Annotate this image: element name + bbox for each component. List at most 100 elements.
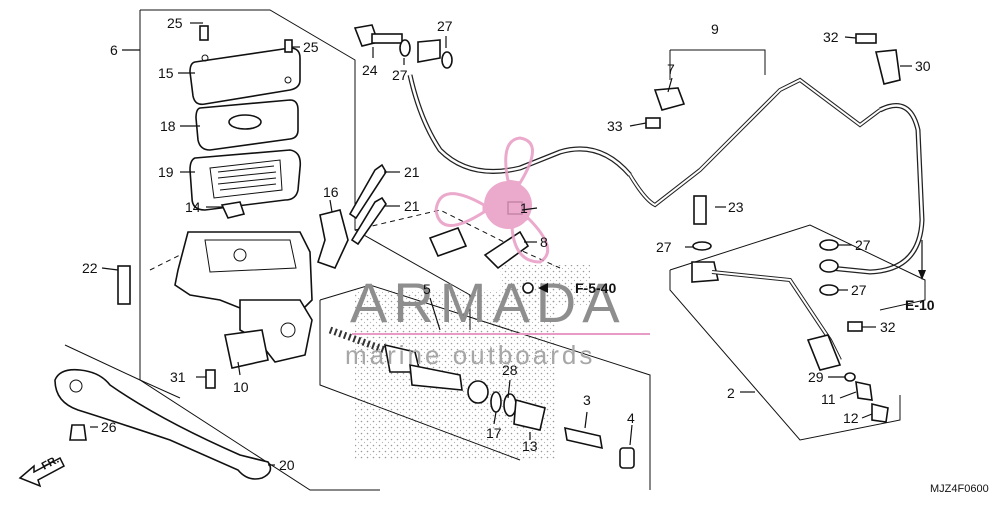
bolt-21 bbox=[350, 196, 387, 246]
logo-center-blob bbox=[484, 181, 532, 229]
diagram-code: MJZ4F0600 bbox=[930, 483, 989, 495]
part-label-25: 25 bbox=[303, 39, 319, 55]
seal bbox=[467, 380, 489, 404]
part-label-14: 14 bbox=[185, 199, 201, 215]
clamp-30 bbox=[874, 49, 901, 85]
washer-27 bbox=[399, 39, 411, 57]
group-outline-2-top bbox=[669, 224, 926, 311]
logo-petal-bottom bbox=[510, 216, 550, 264]
diaphragm-ribs bbox=[217, 165, 277, 191]
part-label-17: 17 bbox=[486, 425, 502, 441]
part-label-13: 13 bbox=[522, 438, 538, 454]
dashed-guide-2 bbox=[149, 254, 300, 271]
dashed-guide-1 bbox=[354, 209, 561, 269]
part-label-3: 3 bbox=[583, 392, 591, 408]
part-label-2: 2 bbox=[727, 385, 735, 401]
part-label-27: 27 bbox=[437, 18, 453, 34]
clutch-switch bbox=[224, 329, 269, 369]
part-label-15: 15 bbox=[158, 65, 174, 81]
bolt-32 bbox=[855, 33, 877, 44]
assembly-outline-6-left bbox=[139, 10, 380, 491]
banjo-fitting bbox=[417, 39, 441, 63]
banjo-fitting-hose bbox=[819, 259, 839, 273]
part-label-9: 9 bbox=[711, 21, 719, 37]
part-label-27: 27 bbox=[656, 239, 672, 255]
part-label-30: 30 bbox=[915, 58, 931, 74]
diaphragm-clip bbox=[220, 201, 246, 219]
logo-petal-top bbox=[504, 136, 534, 185]
part-label-18: 18 bbox=[160, 118, 176, 134]
part-label-4: 4 bbox=[627, 410, 635, 426]
screw-25 bbox=[284, 39, 293, 53]
nut-26 bbox=[69, 424, 87, 441]
bolt-33 bbox=[645, 117, 661, 129]
part-label-5: 5 bbox=[423, 281, 431, 297]
reservoir-port bbox=[233, 248, 247, 262]
washer-27 bbox=[441, 51, 453, 69]
screw-31 bbox=[205, 369, 216, 389]
part-label-29: 29 bbox=[808, 369, 824, 385]
banjo-bolt-24-shaft bbox=[371, 33, 403, 44]
part-label-32: 32 bbox=[823, 29, 839, 45]
part-label-26: 26 bbox=[101, 419, 117, 435]
plate-float bbox=[228, 114, 262, 130]
front-arrow-icon bbox=[18, 456, 65, 488]
reference-nut bbox=[522, 282, 534, 294]
part-label-24: 24 bbox=[362, 62, 378, 78]
part-label-19: 19 bbox=[158, 164, 174, 180]
diaphragm-inner bbox=[209, 159, 283, 199]
bolt-32 bbox=[847, 321, 863, 332]
fitting-11 bbox=[855, 380, 873, 401]
part-label-23: 23 bbox=[728, 199, 744, 215]
clutch-pipe-core bbox=[629, 78, 881, 207]
bleeder-12 bbox=[871, 402, 889, 423]
leader-9 bbox=[670, 49, 766, 75]
banjo-bolt-23 bbox=[693, 195, 707, 225]
washer-29 bbox=[844, 372, 856, 382]
washer-27 bbox=[819, 239, 839, 251]
part-label-16: 16 bbox=[323, 184, 339, 200]
banjo-fitting-lower bbox=[691, 261, 719, 283]
watermark-brand: ARMADA bbox=[350, 271, 626, 334]
leader-lever-group bbox=[64, 344, 181, 399]
arrow-f540 bbox=[538, 283, 548, 293]
clutch-hose-upper-core bbox=[408, 74, 631, 176]
part-label-12: 12 bbox=[843, 410, 859, 426]
cap-screw-hole bbox=[201, 54, 209, 62]
part-label-1: 1 bbox=[520, 200, 528, 216]
clutch-hose-upper bbox=[407, 74, 632, 177]
part-label-28: 28 bbox=[502, 362, 518, 378]
pipe-holder bbox=[806, 334, 842, 371]
watermark-logo bbox=[434, 136, 550, 264]
ref-label-e10: E-10 bbox=[905, 297, 935, 313]
front-direction-marker: FR. bbox=[18, 454, 65, 488]
part-label-22: 22 bbox=[82, 260, 98, 276]
part-label-10: 10 bbox=[233, 379, 249, 395]
reservoir-diaphragm bbox=[189, 149, 302, 211]
bracket-8 bbox=[483, 230, 530, 270]
arrow-e10 bbox=[918, 270, 926, 280]
part-label-6: 6 bbox=[110, 42, 118, 58]
pivot-hole bbox=[280, 322, 296, 338]
logo-petal-left bbox=[434, 192, 486, 227]
bolt-21 bbox=[348, 163, 387, 220]
holder-bracket bbox=[317, 209, 349, 269]
washer-27 bbox=[819, 284, 839, 296]
part-label-27: 27 bbox=[392, 67, 408, 83]
part-label-33: 33 bbox=[607, 118, 623, 134]
screw-25 bbox=[199, 25, 209, 41]
assembly-outline-6 bbox=[140, 9, 471, 330]
clutch-hose-lower bbox=[829, 103, 925, 275]
part-label-7: 7 bbox=[667, 61, 675, 77]
switch-bracket bbox=[428, 226, 468, 258]
push-rod-3 bbox=[564, 426, 603, 450]
lever-pivot-hole bbox=[69, 379, 83, 393]
clutch-hose-lower-core bbox=[829, 104, 924, 274]
part-label-21: 21 bbox=[404, 198, 420, 214]
boot-13 bbox=[513, 398, 546, 431]
reservoir-opening bbox=[204, 239, 297, 273]
group-outline-5-top bbox=[319, 284, 651, 490]
clutch-lever bbox=[54, 368, 272, 480]
